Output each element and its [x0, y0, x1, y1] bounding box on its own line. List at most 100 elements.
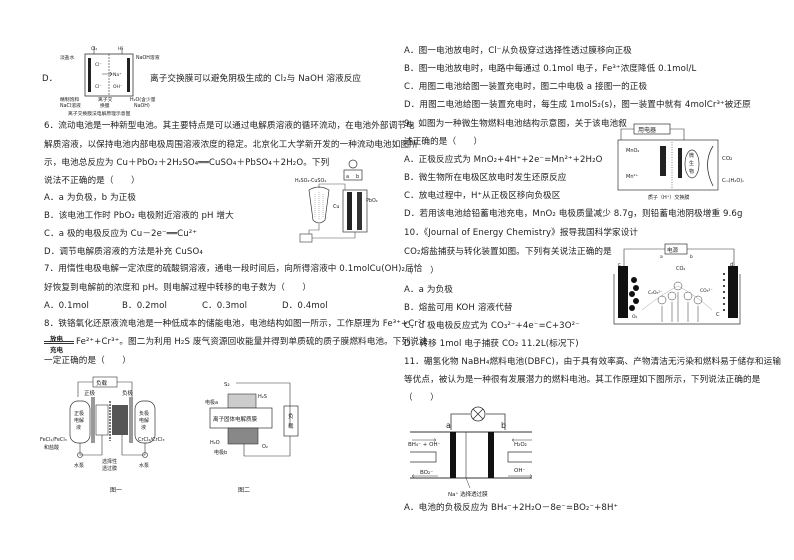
svg-text:精制饱和: 精制饱和 — [60, 96, 79, 103]
svg-text:液: 液 — [76, 424, 81, 431]
q8-option-c[interactable]: C．用图二电池给图一装置充电时，图二中电极 a 接图一的正极 — [404, 82, 648, 92]
svg-text:OH⁻: OH⁻ — [514, 468, 525, 474]
svg-text:换膜: 换膜 — [100, 102, 110, 109]
q9-option-d[interactable]: D．若用该电池给铅蓄电池充电，MnO₂ 电极质量减少 8.7g，则铅蓄电池阴极增… — [404, 209, 743, 219]
arrow-charge-label: 充电 — [50, 346, 63, 354]
q8-option-b[interactable]: B．图一电池放电时，电路中每通过 0.1mol 电子，Fe³⁺浓度降低 0.1m… — [404, 64, 697, 74]
svg-text:OH⁻: OH⁻ — [113, 84, 123, 90]
q7-stem-line1: 7．用惰性电极电解一定浓度的硫酸铜溶液，通电一段时间后，向所得溶液中 0.1mo… — [44, 264, 423, 274]
q10-option-c[interactable]: C．d 极电极反应式为 CO₃²⁻+4e⁻=C+3O²⁻ — [404, 321, 580, 331]
svg-text:O₂: O₂ — [262, 444, 268, 450]
q6-stem-line1: 6．流动电池是一种新型电池。其主要特点是可以通过电解质溶液的循环流动，在电池外部… — [44, 121, 415, 131]
svg-text:电解: 电解 — [74, 417, 84, 424]
svg-text:PbO₂: PbO₂ — [366, 198, 378, 204]
svg-text:H₂S: H₂S — [258, 394, 267, 400]
svg-text:BH₄⁻ + OH⁻: BH₄⁻ + OH⁻ — [408, 442, 441, 448]
q10-stem-line2: CO₂熔盐捕获与转化装置如图。下列有关说法正确的是 — [404, 247, 612, 257]
svg-text:NaOH): NaOH) — [134, 103, 150, 109]
q6-option-b[interactable]: B．该电池工作时 PbO₂ 电极附近溶液的 pH 增大 — [44, 211, 234, 221]
svg-text:CO₂: CO₂ — [676, 266, 685, 272]
flow-battery-diagram: a b H₂SO₄-CuSO₄ Cu PbO₂ — [295, 159, 378, 243]
svg-text:BO₂⁻: BO₂⁻ — [420, 470, 433, 476]
q5-option-d-text: 离子交换膜可以避免阴极生成的 Cl₂与 NaOH 溶液反应 — [150, 74, 362, 84]
figure2-caption: 图二 — [238, 487, 250, 494]
svg-text:CO₂: CO₂ — [722, 156, 732, 162]
q10-option-b[interactable]: B．熔盐可用 KOH 溶液代替 — [404, 303, 513, 313]
q6-option-a[interactable]: A．a 为负极，b 为正极 — [44, 193, 137, 203]
q11-option-a[interactable]: A．电池的负极反应为 BH₄⁻+2H₂O－8e⁻=BO₂⁻+8H⁺ — [404, 503, 619, 513]
q8-option-a[interactable]: A．图一电池放电时，Cl⁻从负极穿过选择性透过膜移向正极 — [404, 46, 632, 56]
svg-text:Cₘ(H₂O)ₙ: Cₘ(H₂O)ₙ — [722, 178, 744, 184]
q7-option-d[interactable]: D．0.4mol — [282, 301, 328, 311]
svg-text:离子固体电解质膜: 离子固体电解质膜 — [213, 415, 258, 423]
svg-text:Cu: Cu — [333, 204, 339, 210]
svg-text:和盐酸: 和盐酸 — [44, 444, 59, 451]
arrow-discharge-label: 放电 — [50, 335, 63, 343]
q6-option-c[interactable]: C．a 极的电极反应为 Cu－2e⁻══Cu²⁺ — [44, 229, 197, 239]
svg-text:C: C — [716, 312, 720, 318]
q10-option-a[interactable]: A．a 为负极 — [404, 285, 453, 295]
svg-text:质子（H⁺）交换膜: 质子（H⁺）交换膜 — [648, 194, 689, 201]
svg-text:负极: 负极 — [122, 389, 134, 397]
q6-stem-line4: 说法不正确的是（ ） — [44, 176, 140, 186]
svg-text:b: b — [501, 421, 506, 430]
q5-option-d-label: D． — [42, 74, 58, 84]
svg-text:透过膜: 透过膜 — [102, 465, 117, 472]
svg-text:H₂O(含少量: H₂O(含少量 — [130, 96, 156, 103]
svg-text:水泵: 水泵 — [74, 462, 84, 469]
q11-stem-line3: （ ） — [404, 393, 439, 403]
svg-text:载: 载 — [288, 422, 294, 430]
svg-text:Cl⁻: Cl⁻ — [95, 84, 102, 90]
dbfc-fuel-cell-diagram: a b BH₄⁻ + OH⁻ BO₂⁻ H₂O₂ OH⁻ Na⁺ 选择透过膜 — [408, 406, 533, 498]
q8-stem-line2: Fe²⁺+Cr³⁺。图二为利用 H₂S 废气资源回收能量并得到单质硫的质子膜燃料… — [76, 337, 428, 347]
q8-stem-line1: 8．铁铬氧化还原液流电池是一种低成本的储能电池，电池结构如图一所示，工作原理为 … — [44, 319, 427, 329]
svg-text:CO₃²⁻: CO₃²⁻ — [700, 288, 713, 294]
svg-text:负载: 负载 — [96, 379, 108, 387]
svg-text:液: 液 — [141, 424, 146, 431]
svg-text:电极a: 电极a — [205, 399, 218, 406]
svg-text:O₂: O₂ — [632, 314, 638, 320]
fe-cr-flow-battery-figure1: 负载 正极 负极 正极 电解 液 负极 电解 液 FeCl₂/FeCl₃ 和盐酸… — [40, 376, 165, 494]
svg-text:C₂O₅²⁻: C₂O₅²⁻ — [648, 290, 663, 296]
reaction-arrow: 放电 充电 — [44, 333, 74, 354]
svg-text:NaOH溶液: NaOH溶液 — [136, 54, 160, 61]
svg-text:微: 微 — [689, 152, 694, 159]
q7-option-b[interactable]: B．0.2mol — [122, 301, 167, 311]
q8-stem-line3: 一定正确的是（ ） — [44, 356, 131, 366]
chlor-alkali-caption: 离子交换膜法电解原理示意图 — [68, 110, 131, 117]
svg-text:a: a — [446, 421, 451, 430]
svg-text:Cl₂: Cl₂ — [91, 46, 97, 52]
q10-stem-line1: 10．《Journal of Energy Chemistry》报导我国科学家设… — [404, 228, 639, 238]
svg-text:Cl⁻: Cl⁻ — [95, 62, 102, 68]
svg-text:Na⁺: Na⁺ — [113, 72, 122, 78]
q11-stem-line1: 11．硼氢化物 NaBH₄燃料电池(DBFC)，由于具有效率高、产物清洁无污染和… — [404, 357, 782, 367]
svg-text:Mn²⁺: Mn²⁺ — [626, 174, 638, 180]
svg-text:水泵: 水泵 — [139, 462, 149, 469]
q9-stem-line2: 述正确的是（ ） — [404, 137, 483, 147]
svg-text:电源: 电源 — [667, 246, 679, 254]
svg-text:NaCl溶液: NaCl溶液 — [60, 102, 81, 109]
svg-text:正极: 正极 — [74, 410, 84, 417]
q7-option-c[interactable]: C．0.3mol — [202, 301, 248, 311]
q9-option-a[interactable]: A．正极反应式为 MnO₂+4H⁺+2e⁻=Mn²⁺+2H₂O — [404, 155, 603, 165]
q9-option-b[interactable]: B．微生物所在电极区放电时发生还原反应 — [404, 173, 567, 183]
q9-option-c[interactable]: C．放电过程中，H⁺从正极区移向负极区 — [404, 191, 561, 201]
q8-option-d[interactable]: D．用图二电池给图一装置充电时，每生成 1molS₂(s)，图一装置中就有 4m… — [404, 100, 751, 110]
svg-text:a: a — [660, 255, 663, 260]
svg-text:a: a — [346, 174, 349, 180]
q6-stem-line2: 解质溶液，以保持电池内部电极周围溶液浓度的稳定。北京化工大学新开发的一种流动电池… — [44, 140, 418, 150]
q6-option-d[interactable]: D．调节电解质溶液的方法是补充 CuSO₄ — [44, 247, 203, 257]
q7-stem-line2: 好恢复到电解前的浓度和 pH。则电解过程中转移的电子数为（ ） — [44, 283, 312, 293]
svg-text:负极: 负极 — [139, 410, 149, 417]
svg-text:d: d — [730, 262, 733, 268]
svg-text:c: c — [618, 262, 621, 268]
svg-text:用电器: 用电器 — [638, 126, 656, 134]
q7-option-a[interactable]: A．0.1mol — [44, 301, 89, 311]
svg-text:负: 负 — [288, 412, 294, 420]
svg-text:Na⁺ 选择透过膜: Na⁺ 选择透过膜 — [448, 490, 488, 498]
svg-text:H₂SO₄-CuSO₄: H₂SO₄-CuSO₄ — [295, 178, 326, 184]
svg-text:离子交: 离子交 — [98, 96, 113, 103]
q10-option-d[interactable]: D．转移 1mol 电子捕获 CO₂ 11.2L(标况下) — [404, 339, 579, 349]
figure1-caption: 图一 — [110, 487, 122, 494]
svg-text:H₂: H₂ — [118, 46, 123, 52]
